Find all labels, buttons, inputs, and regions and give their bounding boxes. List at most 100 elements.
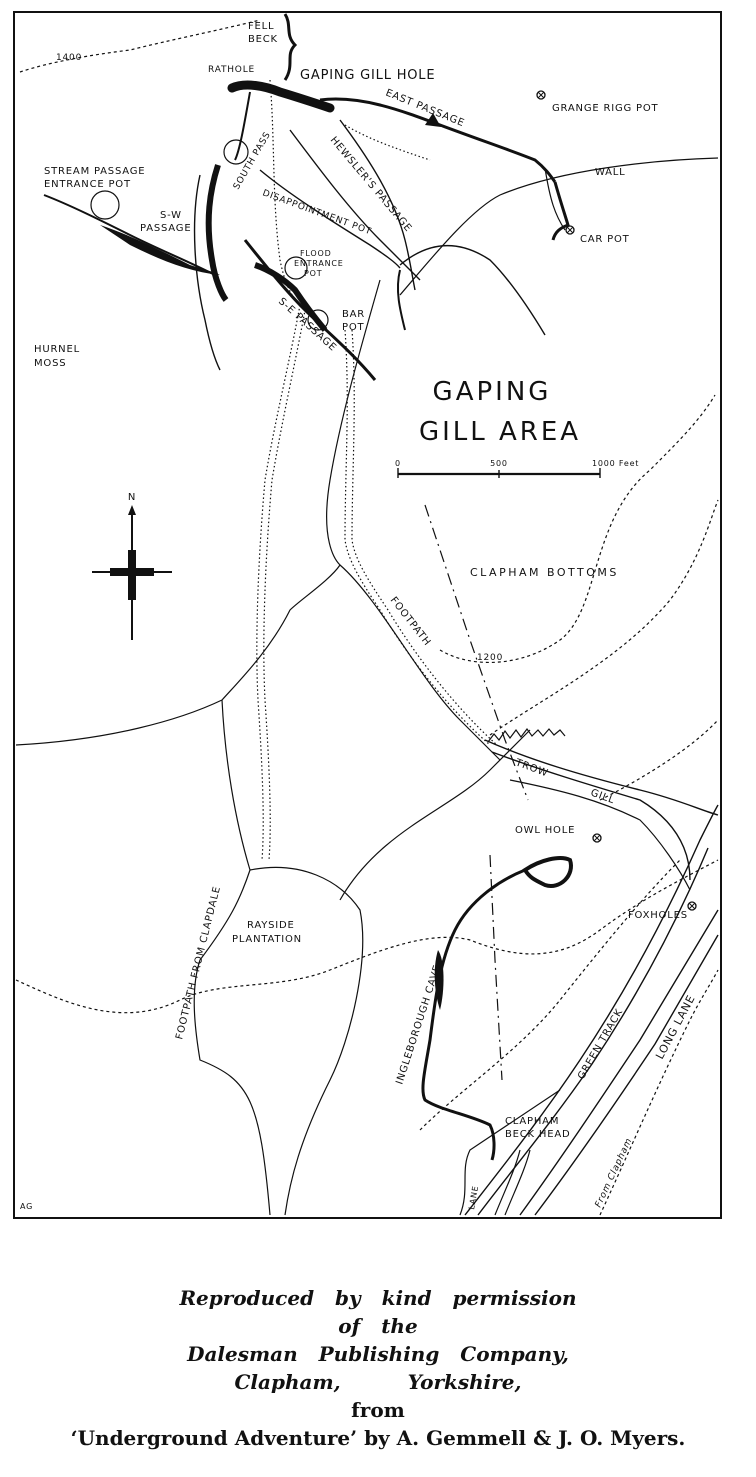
foxholes-marker	[687, 901, 697, 911]
footpath-line	[344, 124, 431, 161]
hewslers-passage-line	[399, 244, 546, 336]
long-lane-road	[534, 934, 719, 1216]
wall-line	[544, 167, 566, 231]
fell-beck-stream	[283, 13, 298, 81]
east-passage-line	[319, 97, 557, 183]
map-title-line2: GILL AREA	[419, 417, 581, 447]
wall-line	[509, 779, 691, 891]
contour-line	[419, 859, 681, 1131]
green-track-road	[464, 804, 719, 1216]
label-south-pass: SOUTH PASS	[232, 130, 273, 191]
lane-road	[504, 1149, 531, 1216]
contour-line	[599, 719, 719, 801]
cave-passage-line	[193, 174, 221, 371]
caption: Reproduced by kind permission of the Dal…	[0, 1284, 756, 1452]
label-clapham-beck-head-1: CLAPHAM	[505, 1116, 559, 1127]
trow-gill-crags	[487, 727, 566, 743]
grange-rigg-pot-marker	[536, 90, 546, 100]
label-footpath: FOOTPATH	[388, 595, 433, 648]
south-passage-pot-circle	[223, 139, 249, 165]
scale-end: 1000 Feet	[592, 459, 639, 468]
label-stream-passage-1: STREAM PASSAGE	[44, 166, 145, 177]
wall-line	[249, 866, 364, 1216]
wall-line	[399, 157, 719, 296]
north-arrow: N	[92, 492, 172, 640]
label-rayside-plantation-1: RAYSIDE	[247, 920, 295, 931]
contour-line-1400	[19, 19, 261, 73]
se-passage-chamber	[253, 262, 328, 332]
label-clapham-beck-head-2: BECK HEAD	[505, 1129, 570, 1140]
contour-line	[599, 969, 719, 1216]
label-initials: AG	[20, 1202, 33, 1211]
fell-beck-stream	[288, 13, 300, 81]
caption-line-6: ‘Underground Adventure’ by A. Gemmell & …	[70, 1426, 686, 1450]
south-passage-line	[234, 91, 251, 161]
footpath-line	[351, 329, 498, 746]
stream-passage-pot-circle	[90, 190, 120, 220]
gaping-gill-area-map: N 0 500 1000 Feet GAPING GILL AREA FELL …	[13, 11, 722, 1219]
trow-gill-wall	[491, 751, 691, 881]
scale-bar: 0 500 1000 Feet	[395, 459, 639, 478]
map-frame	[13, 11, 722, 1219]
ingleborough-cave-passage	[421, 868, 526, 1161]
owl-hole-chamber	[522, 856, 573, 888]
label-lane: LANE	[467, 1185, 480, 1211]
sw-passage-chamber	[100, 225, 220, 275]
label-long-lane: LONG LANE	[653, 993, 698, 1062]
east-passage-chamber	[425, 113, 441, 127]
main-chamber-passage	[227, 80, 335, 113]
lane-road	[494, 1149, 521, 1216]
car-pot-marker	[565, 225, 575, 235]
footpath-line	[344, 329, 491, 746]
label-rathole: RATHOLE	[208, 65, 255, 75]
cave-passage-line	[396, 269, 406, 331]
label-fell-beck-1: FELL	[248, 21, 274, 32]
water-route-dashed	[424, 504, 529, 801]
label-flood-entrance-pot-3: POT	[304, 269, 322, 278]
disappointment-passage-line	[259, 169, 401, 269]
hewslers-passage-line	[339, 119, 416, 291]
label-hurnel-moss-2: MOSS	[34, 358, 66, 369]
caption-line-4: Clapham, Yorkshire,	[234, 1370, 522, 1394]
se-passage-line	[243, 239, 377, 381]
wall-line	[15, 279, 381, 746]
label-stream-passage-2: ENTRANCE POT	[44, 179, 131, 190]
label-foxholes: FOXHOLES	[628, 910, 688, 921]
bar-pot-circle	[307, 309, 329, 331]
label-disappointment-pot: DISAPPOINTMENT POT	[261, 188, 373, 237]
contour-line	[15, 859, 719, 1014]
wall-line	[339, 564, 501, 761]
label-trow: TROW	[513, 757, 550, 779]
label-from-clapham: From Clapham	[594, 1137, 635, 1210]
car-pot-passage	[551, 181, 570, 241]
label-sw-passage-1: S-W	[160, 210, 182, 221]
scale-zero: 0	[395, 459, 401, 468]
owl-hole-marker	[593, 834, 601, 842]
label-contour-1400: 1400	[56, 53, 82, 63]
label-rayside-plantation-2: PLANTATION	[232, 934, 302, 945]
water-route-dashed	[489, 854, 503, 1081]
grange-rigg-pot-marker	[537, 91, 545, 99]
label-ingleborough-cave: INGLEBOROUGH CAVE	[394, 963, 443, 1085]
label-flood-entrance-pot-1: FLOOD	[300, 249, 332, 258]
label-car-pot: CAR POT	[580, 234, 630, 245]
wall-line	[459, 1089, 561, 1216]
sw-passage-branch	[205, 164, 229, 302]
label-bar-pot-1: BAR	[342, 309, 365, 320]
wall-line	[193, 699, 271, 1216]
map-title-line1: GAPING	[433, 377, 552, 407]
contour-line-1200	[439, 394, 716, 664]
trow-gill-wall	[484, 739, 719, 816]
hewslers-passage-line	[289, 129, 421, 281]
flood-entrance-pot-circle	[284, 256, 308, 280]
label-grange-rigg-pot: GRANGE RIGG POT	[552, 103, 659, 114]
caption-line-3: Dalesman Publishing Company,	[187, 1342, 569, 1366]
label-fell-beck-2: BECK	[248, 34, 278, 45]
label-hurnel-moss-1: HURNEL	[34, 344, 80, 355]
foxholes-marker	[688, 902, 696, 910]
label-green-track: GREEN TRACK	[576, 1007, 625, 1081]
contour-line	[489, 499, 719, 736]
caption-line-1: Reproduced by kind permission	[179, 1286, 577, 1310]
label-flood-entrance-pot-2: ENTRANCE	[294, 259, 344, 268]
owl-hole-marker	[592, 833, 602, 843]
